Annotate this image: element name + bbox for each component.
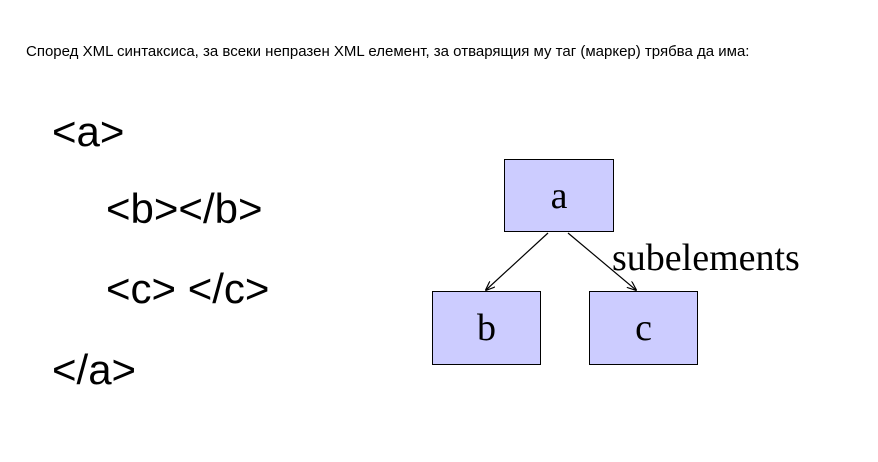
tree-node-b: b: [432, 291, 541, 365]
code-line-open-a: <a>: [52, 108, 125, 155]
edge-a-c: [567, 232, 636, 290]
code-line-c: <c> </c>: [106, 265, 270, 312]
edge-label-subelements: subelements: [612, 237, 800, 279]
tree-node-c: c: [589, 291, 698, 365]
intro-text: Според XML синтаксиса, за всеки непразен…: [26, 43, 750, 60]
code-line-close-a: </a>: [52, 346, 137, 393]
code-line-b: <b></b>: [106, 185, 263, 232]
edge-a-b: [486, 232, 549, 290]
tree-node-a: a: [504, 159, 614, 232]
